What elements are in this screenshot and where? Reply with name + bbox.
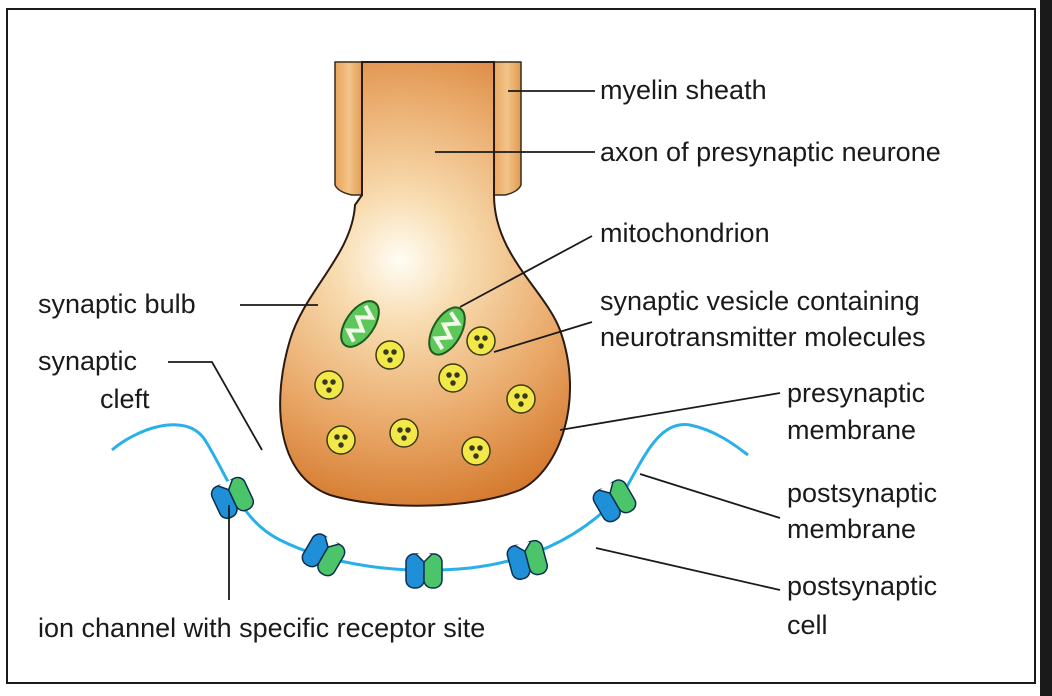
myelin-sheath-right xyxy=(492,61,522,196)
leader-presynaptic-membrane xyxy=(559,392,781,431)
label-ion-channel: ion channel with specific receptor site xyxy=(38,613,486,643)
label-synaptic-cleft-1: synaptic xyxy=(38,346,138,376)
label-axon: axon of presynaptic neurone xyxy=(600,137,941,167)
vesicle xyxy=(466,326,496,356)
ion-channel xyxy=(506,539,548,580)
leader-postsynaptic-membrane xyxy=(639,473,781,519)
leader-postsynaptic-cell xyxy=(595,547,781,591)
myelin-sheath-left xyxy=(334,61,364,196)
mitochondrion xyxy=(428,306,466,356)
vesicle xyxy=(438,363,468,393)
label-synaptic-cleft-2: cleft xyxy=(100,384,150,414)
ion-channel xyxy=(405,553,443,589)
vesicle xyxy=(389,418,419,448)
leader-lines xyxy=(168,90,781,600)
postsynaptic-membrane xyxy=(111,423,749,572)
leader-mitochondrion xyxy=(459,235,593,308)
synaptic-bulb xyxy=(279,61,571,507)
leader-synaptic-cleft xyxy=(168,361,263,451)
label-postsynaptic-cell-1: postsynaptic xyxy=(787,571,938,601)
ion-channel xyxy=(592,479,637,523)
label-postsynaptic-membrane-1: postsynaptic xyxy=(787,478,938,508)
ion-channel xyxy=(210,476,255,520)
synaptic-vesicles xyxy=(314,326,536,466)
label-presynaptic-membrane-2: membrane xyxy=(787,415,917,445)
vesicle xyxy=(314,370,344,400)
vesicle xyxy=(326,425,356,455)
label-postsynaptic-membrane-2: membrane xyxy=(787,514,917,544)
label-synaptic-vesicle-1: synaptic vesicle containing xyxy=(600,286,920,316)
label-myelin-sheath: myelin sheath xyxy=(600,75,767,105)
right-edge-border xyxy=(1040,0,1052,696)
mitochondrion xyxy=(340,300,380,348)
ion-channel xyxy=(301,533,346,577)
leader-vesicle xyxy=(493,321,593,353)
label-mitochondrion: mitochondrion xyxy=(600,218,770,248)
label-synaptic-vesicle-2: neurotransmitter molecules xyxy=(600,322,926,352)
label-presynaptic-membrane-1: presynaptic xyxy=(787,378,926,408)
label-synaptic-bulb: synaptic bulb xyxy=(38,289,196,319)
vesicle xyxy=(506,384,536,414)
label-postsynaptic-cell-2: cell xyxy=(787,610,828,640)
vesicle xyxy=(375,340,405,370)
vesicle xyxy=(461,436,491,466)
